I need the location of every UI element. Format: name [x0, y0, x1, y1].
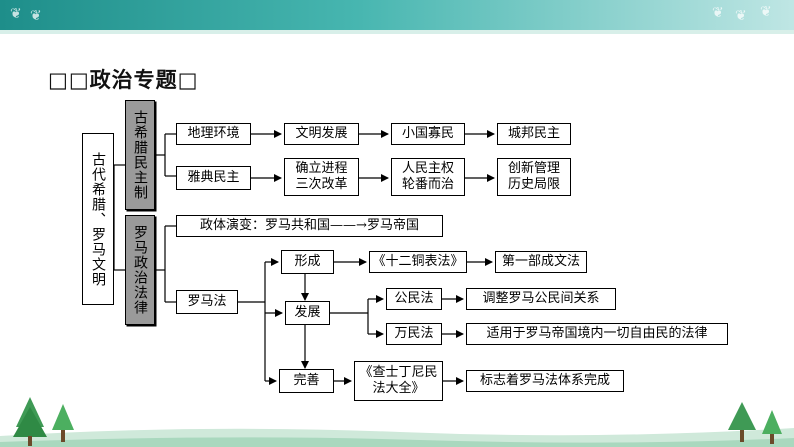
innov-node: 创新管理 历史局限: [497, 158, 571, 196]
page-title: □□政治专题□: [48, 68, 199, 92]
civil-law-desc: 调整罗马公民间关系: [466, 288, 616, 310]
develop-node: 发展: [285, 301, 330, 325]
geo-node: 地理环境: [176, 123, 251, 145]
city-node: 城邦民主: [497, 123, 571, 145]
rome-node: 罗马政治法律: [125, 215, 155, 325]
small-node: 小国寡民: [391, 123, 465, 145]
form-node: 形成: [281, 250, 334, 274]
leaf-icon: ❦: [30, 8, 42, 24]
civil-law-node: 公民法: [386, 288, 442, 310]
leaf-icon: ❦: [760, 4, 772, 20]
banner-stripe: [0, 30, 794, 34]
tree-icon: [13, 397, 74, 446]
leaf-icon: ❦: [10, 6, 22, 22]
rights-node: 人民主权 轮番而治: [391, 158, 465, 196]
top-banner: ❦ ❦ ❦ ❦ ❦: [0, 0, 794, 30]
reform-node: 确立进程 三次改革: [284, 158, 359, 196]
twelve-tables-node: 《十二铜表法》: [369, 251, 467, 273]
corpus-desc: 标志着罗马法体系完成: [466, 370, 624, 392]
complete-node: 完善: [279, 369, 334, 393]
leaf-icon: ❦: [735, 8, 747, 24]
law-node: 罗马法: [176, 290, 238, 314]
root-node: 古代希腊、罗马文明: [82, 133, 114, 305]
tree-icon: [728, 402, 782, 444]
civ-node: 文明发展: [284, 123, 359, 145]
greece-node: 古希腊民主制: [125, 100, 155, 210]
gentium-law-desc: 适用于罗马帝国境内一切自由民的法律: [466, 323, 728, 345]
corpus-node: 《查士丁尼民 法大全》: [354, 361, 443, 401]
first-written-law-node: 第一部成文法: [495, 251, 587, 273]
leaf-icon: ❦: [712, 5, 724, 21]
footer-hill: [0, 428, 794, 447]
gentium-law-node: 万民法: [386, 323, 442, 345]
athens-node: 雅典民主: [176, 166, 251, 190]
polity-node: 政体演变：罗马共和国——→罗马帝国: [176, 215, 443, 237]
